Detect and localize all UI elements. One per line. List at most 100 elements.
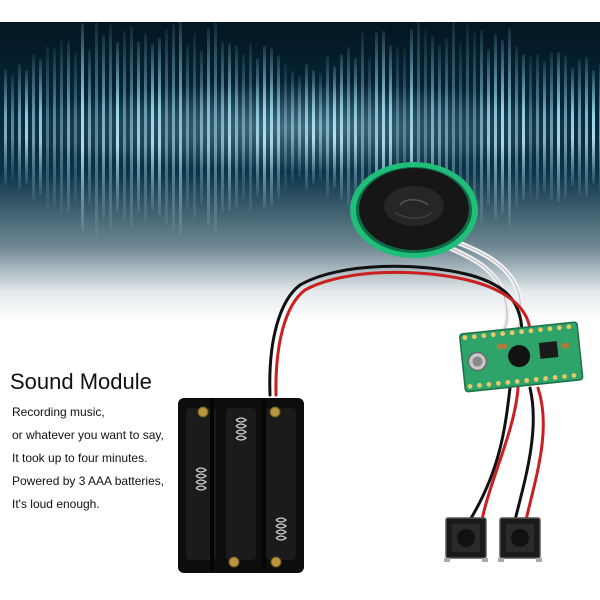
- sound-wave-bar: [235, 45, 238, 209]
- sound-wave-bar: [557, 51, 560, 202]
- sound-wave-bar: [95, 22, 98, 237]
- sound-wave-bar: [319, 72, 322, 182]
- pcb-pad: [519, 329, 524, 335]
- sound-wave-bar: [312, 69, 315, 185]
- sound-wave-bar: [277, 55, 280, 199]
- sound-wave-bar: [522, 54, 525, 200]
- sound-wave-bar: [592, 69, 595, 185]
- sound-wave-bar: [424, 28, 427, 226]
- ic-blob-chip: [508, 345, 531, 368]
- description-line: or whatever you want to say,: [12, 428, 164, 442]
- battery-holder: [178, 398, 304, 573]
- sound-wave-bar: [438, 44, 441, 210]
- sound-wave-bar: [333, 65, 336, 189]
- sound-wave-bar: [102, 35, 105, 219]
- sound-wave-bar: [410, 28, 413, 225]
- pcb-pad: [471, 334, 477, 340]
- sound-wave-bar: [186, 44, 189, 210]
- pcb-pad: [481, 333, 487, 339]
- sound-wave-bar: [473, 32, 476, 222]
- sound-wave-bar: [382, 31, 385, 223]
- sound-wave-bar: [242, 53, 245, 201]
- pcb-pad: [566, 324, 572, 330]
- sound-wave-bar: [214, 22, 217, 234]
- sound-wave-bar: [263, 45, 266, 209]
- sound-wave-bar: [130, 26, 133, 228]
- pcb-pad: [477, 383, 482, 388]
- pcb-pad: [467, 383, 473, 389]
- sound-wave-bar: [193, 33, 196, 221]
- pcb-pad: [505, 380, 511, 385]
- sound-wave-bar: [340, 53, 343, 201]
- sound-wave-bar: [480, 30, 483, 224]
- sound-wave-bar: [452, 22, 455, 239]
- sound-wave-bar: [11, 73, 14, 181]
- sound-wave-bar: [25, 69, 28, 185]
- speaker: [350, 162, 478, 258]
- sound-wave-bar: [326, 56, 329, 198]
- sound-wave-bar: [39, 59, 42, 195]
- sound-wave-bar: [543, 61, 546, 193]
- sound-wave-bar: [67, 40, 70, 214]
- pcb-pad: [562, 374, 567, 379]
- pcb-pad: [490, 332, 496, 338]
- speaker-wires: [427, 233, 524, 338]
- sound-wave-bar: [4, 69, 7, 185]
- pcb-pad: [514, 379, 520, 384]
- sound-wave-bar: [249, 42, 252, 212]
- pcb-pad: [556, 325, 562, 331]
- pcb-pad: [547, 326, 553, 332]
- sound-wave-bar: [137, 41, 140, 213]
- pcb-pads: [462, 324, 577, 389]
- pcb-pad: [571, 373, 577, 378]
- sound-wave-bar: [81, 22, 84, 232]
- pcb-pad: [538, 327, 543, 333]
- sound-wave-bar: [179, 22, 182, 235]
- sound-wave-bar: [508, 27, 511, 227]
- pcb-pad: [495, 381, 501, 386]
- pcb-pad: [486, 382, 492, 387]
- sound-wave-bar: [18, 63, 21, 191]
- sound-wave-bar: [109, 24, 112, 230]
- sound-wave-bar: [536, 54, 539, 200]
- sound-wave-bar: [494, 33, 497, 221]
- pcb-pad: [500, 331, 506, 337]
- sound-wave-bar: [172, 24, 175, 230]
- sound-wave-bar: [221, 41, 224, 213]
- sound-wave-bar: [466, 22, 469, 232]
- push-button-1: [444, 517, 488, 562]
- sound-wave-bar: [396, 45, 399, 209]
- sound-wave-bar: [487, 49, 490, 205]
- sound-wave-bar: [144, 32, 147, 221]
- sound-wave-bar: [256, 58, 259, 196]
- sound-wave-bar: [361, 31, 364, 223]
- button-wires: [468, 386, 545, 522]
- sound-wave-bar: [151, 43, 154, 211]
- sound-wave-bar: [578, 58, 581, 196]
- sound-wave-bar: [88, 49, 91, 205]
- description-line: Recording music,: [12, 405, 105, 419]
- pcb-pad: [462, 335, 468, 341]
- sound-wave-banner: [0, 22, 600, 322]
- description-line: It took up to four minutes.: [12, 451, 148, 465]
- pcb-pad: [533, 377, 539, 382]
- sound-wave-bar: [403, 47, 406, 207]
- sound-wave-bar: [200, 49, 203, 205]
- sound-wave-bar: [368, 57, 371, 197]
- sound-wave-bar: [207, 28, 210, 226]
- sound-wave-bar: [501, 39, 504, 215]
- pcb-pad: [552, 375, 558, 380]
- product-description: Recording music, or whatever you want to…: [12, 401, 192, 516]
- product-title: Sound Module: [10, 369, 152, 394]
- sound-wave-bar: [354, 58, 357, 196]
- pcb-pad: [524, 378, 530, 383]
- sound-wave-bar: [165, 28, 168, 226]
- pcb-pad: [509, 330, 515, 336]
- battery-wires: [268, 264, 532, 397]
- sound-wave-bar: [298, 75, 301, 179]
- sound-wave-bar: [445, 37, 448, 217]
- sound-wave-bar: [116, 42, 119, 212]
- description-line: Powered by 3 AAA batteries,: [12, 474, 165, 488]
- sound-wave-bar: [585, 57, 588, 197]
